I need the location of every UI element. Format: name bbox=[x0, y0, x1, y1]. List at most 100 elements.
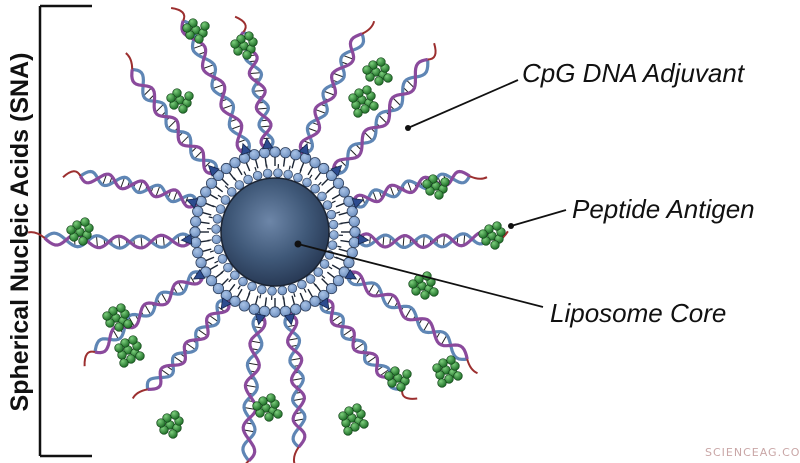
lipid-tail bbox=[331, 193, 341, 200]
dna-backbone bbox=[43, 233, 195, 250]
peptide-bead bbox=[188, 18, 198, 28]
lipid-head bbox=[234, 180, 245, 190]
peptide-bead bbox=[344, 406, 354, 416]
peptide-bead bbox=[446, 355, 456, 365]
lipid-head bbox=[258, 147, 271, 159]
dna-backbone bbox=[79, 169, 200, 205]
peptide-bead bbox=[166, 93, 176, 103]
base-pair bbox=[118, 236, 121, 249]
dna-strand bbox=[331, 42, 437, 176]
lipid-tail bbox=[331, 264, 341, 271]
base-pair bbox=[378, 114, 388, 124]
base-pair bbox=[243, 429, 255, 433]
dna-backbone bbox=[241, 311, 264, 462]
peptide-bead bbox=[444, 374, 454, 384]
peptide-cluster bbox=[384, 366, 412, 392]
peptide-bead bbox=[484, 224, 494, 234]
peptide-bead bbox=[172, 88, 182, 98]
lipid-head bbox=[230, 270, 240, 280]
lipid-head bbox=[325, 282, 338, 295]
lipid-tail bbox=[325, 190, 330, 194]
base-pair bbox=[245, 384, 258, 388]
dna-backbone bbox=[350, 169, 471, 205]
peptide-cluster bbox=[338, 403, 369, 436]
peptide-bead bbox=[252, 401, 262, 411]
lipid-head bbox=[211, 234, 222, 245]
lipid-head bbox=[297, 279, 307, 290]
peptide-bead bbox=[72, 220, 82, 230]
liposome bbox=[189, 146, 361, 318]
lipid-head bbox=[338, 186, 350, 198]
lipid-tail bbox=[338, 248, 348, 253]
lipid-tail bbox=[237, 285, 241, 290]
peptide-bead bbox=[453, 371, 463, 381]
peptide-bead bbox=[80, 217, 90, 227]
lipid-tail bbox=[321, 275, 326, 279]
lipid-head bbox=[220, 162, 232, 175]
lipid-tail bbox=[335, 211, 341, 214]
anchor bbox=[318, 297, 330, 310]
lipid-head bbox=[211, 224, 221, 234]
dna-backbone bbox=[241, 311, 267, 463]
lipid-tail bbox=[291, 295, 296, 305]
lipid-tail bbox=[221, 178, 229, 186]
lipid-head bbox=[243, 174, 253, 185]
dna-backbone bbox=[302, 33, 366, 157]
peptide-cluster bbox=[166, 88, 194, 114]
peptide-bead bbox=[408, 279, 418, 289]
peptide-bead bbox=[156, 418, 166, 428]
anchor bbox=[207, 164, 220, 177]
peptide-bead bbox=[116, 303, 126, 313]
lipid-tail bbox=[335, 202, 345, 208]
lipid-head bbox=[300, 152, 312, 164]
lipid-head bbox=[238, 276, 248, 287]
peptide-bead bbox=[244, 31, 254, 41]
peptide-bead bbox=[376, 57, 386, 67]
lipid-tail bbox=[337, 245, 342, 248]
dna-backbone bbox=[355, 232, 493, 249]
dna-backbone bbox=[130, 69, 217, 176]
lipid-tail bbox=[215, 185, 224, 193]
base-pair bbox=[144, 304, 152, 315]
base-pair bbox=[342, 328, 353, 337]
lipid-head bbox=[212, 282, 225, 295]
peptide-bead bbox=[135, 351, 145, 361]
peptide-cluster bbox=[156, 410, 184, 439]
peptide-cluster bbox=[230, 31, 258, 60]
dna-backbone bbox=[351, 172, 471, 209]
linker bbox=[27, 231, 46, 239]
lipid-head bbox=[328, 219, 339, 230]
lipid-tail bbox=[212, 205, 217, 208]
peptide-bead bbox=[420, 290, 430, 300]
lipid-head bbox=[302, 177, 312, 188]
base-pair bbox=[389, 185, 395, 197]
linker bbox=[125, 52, 134, 70]
base-pair bbox=[332, 72, 345, 78]
watermark: SCIENCEAG.COM bbox=[705, 446, 800, 459]
dna-backbone bbox=[182, 19, 252, 156]
peptide-bead bbox=[350, 422, 360, 432]
base-pair bbox=[289, 357, 302, 361]
dna-strand bbox=[125, 52, 219, 176]
cpg-leader-dot bbox=[405, 125, 411, 131]
base-pair bbox=[442, 234, 445, 247]
lipid-tail bbox=[236, 288, 243, 298]
base-pair bbox=[194, 150, 203, 160]
peptide-bead bbox=[128, 335, 138, 345]
base-pair bbox=[155, 103, 165, 113]
peptide-bead bbox=[438, 358, 448, 368]
anchor bbox=[254, 313, 267, 326]
lipid-head bbox=[227, 187, 237, 197]
lipid-head bbox=[293, 172, 303, 183]
peptide-bead bbox=[230, 39, 240, 49]
base-pair bbox=[323, 90, 336, 96]
sna-bracket bbox=[38, 4, 92, 458]
base-pair bbox=[137, 180, 143, 193]
peptide-antigen-label: Peptide Antigen bbox=[572, 194, 755, 224]
base-pair bbox=[208, 314, 219, 323]
dna-strand bbox=[298, 20, 376, 157]
peptide-cluster bbox=[114, 335, 145, 368]
lipid-head bbox=[217, 254, 228, 264]
lipid-head bbox=[215, 204, 226, 214]
liposome-core-label: Liposome Core bbox=[550, 298, 726, 328]
